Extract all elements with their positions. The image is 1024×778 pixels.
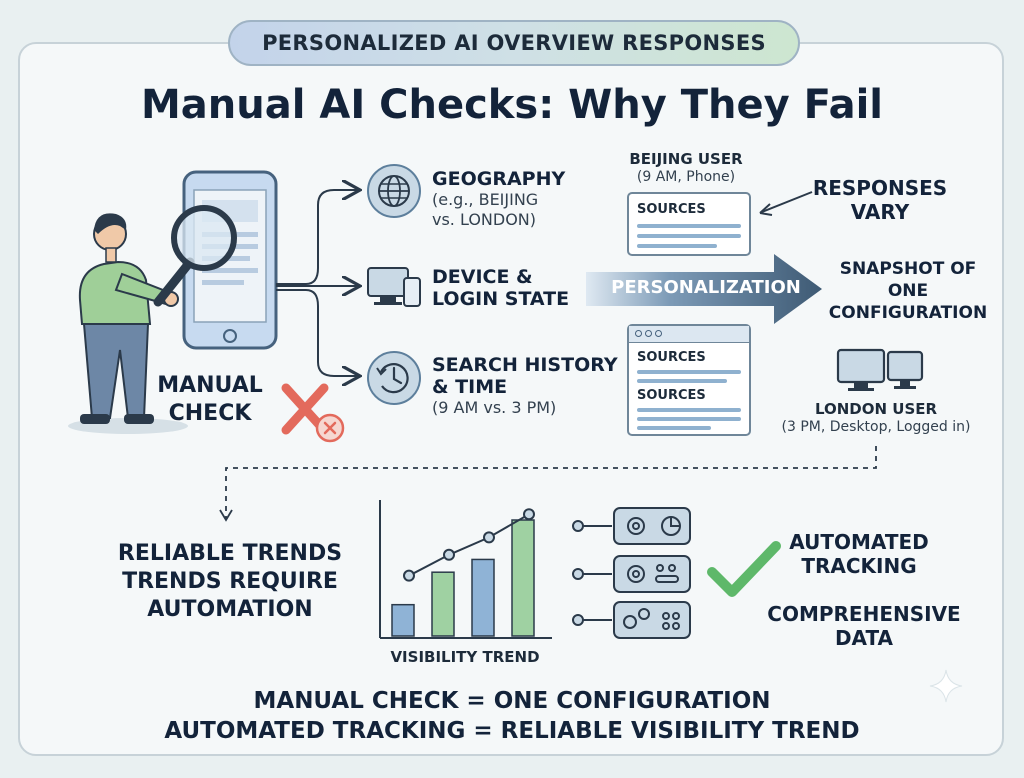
snapshot-line1: SNAPSHOT OF	[839, 259, 977, 279]
beijing-user-title: BEIJING USER	[629, 150, 743, 168]
beijing-user-detail: (9 AM, Phone)	[636, 169, 736, 185]
page-title: Manual AI Checks: Why They Fail	[140, 82, 884, 128]
london-sources-label-2: SOURCES	[637, 388, 706, 403]
beijing-user: BEIJING USER (9 AM, Phone)	[606, 150, 766, 186]
manual-check-line2: CHECK	[168, 401, 252, 426]
automation-servers-icon	[572, 507, 691, 639]
success-check-icon	[707, 541, 781, 597]
fail-x-icon	[281, 383, 345, 443]
trend-point	[483, 531, 495, 544]
devices-icon	[367, 267, 421, 307]
comprehensive-data-label: COMPREHENSIVE DATA	[754, 602, 974, 650]
responses-vary-line1: RESPONSES	[812, 176, 948, 200]
reliable-trends-line3: AUTOMATION	[147, 597, 313, 622]
snapshot-label: SNAPSHOT OF ONE CONFIGURATION	[818, 258, 998, 324]
factor-history: SEARCH HISTORY & TIME (9 AM vs. 3 PM)	[432, 354, 632, 418]
london-user: LONDON USER (3 PM, Desktop, Logged in)	[766, 400, 986, 436]
window-dot-icon	[645, 330, 652, 337]
factor-history-title-1: SEARCH HISTORY	[432, 354, 618, 376]
browser-titlebar	[629, 326, 749, 343]
trend-point	[523, 508, 535, 521]
london-user-title: LONDON USER	[814, 400, 938, 418]
automated-tracking-line1: AUTOMATED	[789, 530, 929, 554]
history-clock-icon	[367, 351, 421, 405]
factor-history-title-2: & TIME	[432, 376, 508, 398]
content-line	[637, 234, 741, 238]
trend-point	[403, 569, 415, 582]
responses-vary-line2: VARY	[850, 200, 910, 224]
person-illustration	[68, 213, 188, 434]
personalization-label: PERSONALIZATION	[611, 277, 801, 298]
visibility-trend-chart	[379, 500, 552, 639]
manual-check-line1: MANUAL	[157, 373, 263, 398]
header-pill: PERSONALIZED AI OVERVIEW RESPONSES	[228, 20, 800, 66]
comprehensive-data-line2: DATA	[834, 626, 894, 650]
factor-geography-detail-2: vs. LONDON)	[432, 210, 537, 229]
factor-geography-detail-1: (e.g., BEIJING	[432, 190, 539, 209]
comprehensive-data-line1: COMPREHENSIVE	[767, 602, 961, 626]
automated-tracking-label: AUTOMATED TRACKING	[774, 530, 944, 578]
sparkle-icon	[929, 669, 963, 703]
footer-summary: MANUAL CHECK = ONE CONFIGURATION AUTOMAT…	[0, 686, 1024, 746]
reliable-trends-label: RELIABLE TRENDS TRENDS REQUIRE AUTOMATIO…	[90, 540, 370, 624]
trend-bar	[471, 558, 495, 637]
header-pill-label: PERSONALIZED AI OVERVIEW RESPONSES	[262, 31, 766, 55]
factor-geography: GEOGRAPHY (e.g., BEIJING vs. LONDON)	[432, 168, 592, 230]
automated-tracking-line2: TRACKING	[801, 554, 917, 578]
london-sources-label-1: SOURCES	[637, 350, 706, 365]
content-line	[637, 370, 741, 374]
content-line	[637, 244, 717, 248]
chart-x-label: VISIBILITY TREND	[390, 648, 540, 666]
desktop-monitors-icon	[836, 348, 924, 391]
factor-device-title-1: DEVICE &	[432, 266, 533, 288]
reliable-trends-line1: RELIABLE TRENDS	[117, 541, 343, 566]
personalization-arrow	[586, 254, 822, 324]
footer-line1: MANUAL CHECK = ONE CONFIGURATION	[253, 688, 771, 714]
trend-bar	[391, 603, 415, 637]
reliable-trends-line2: TRENDS REQUIRE	[122, 569, 338, 594]
responses-vary-label: RESPONSES VARY	[800, 176, 960, 224]
trend-bar	[431, 571, 455, 637]
globe-icon	[367, 164, 421, 218]
factor-geography-title: GEOGRAPHY	[432, 168, 566, 190]
phone-magnifier-illustration	[153, 170, 278, 350]
content-line	[637, 224, 741, 228]
manual-check-label: MANUAL CHECK	[150, 372, 270, 428]
london-user-detail: (3 PM, Desktop, Logged in)	[781, 419, 971, 435]
snapshot-line2: ONE	[887, 281, 929, 301]
footer-line2: AUTOMATED TRACKING = RELIABLE VISIBILITY…	[164, 718, 860, 744]
trend-bar	[511, 519, 535, 637]
beijing-response-panel: SOURCES	[627, 192, 751, 256]
content-line	[637, 426, 711, 430]
content-line	[637, 408, 741, 412]
trend-point	[443, 548, 455, 561]
responses-arrow	[759, 191, 813, 216]
content-line	[637, 379, 727, 383]
beijing-sources-label: SOURCES	[637, 202, 706, 217]
snapshot-line3: CONFIGURATION	[828, 303, 988, 323]
content-line	[637, 417, 741, 421]
factor-device: DEVICE & LOGIN STATE	[432, 266, 592, 310]
factor-device-title-2: LOGIN STATE	[432, 288, 570, 310]
window-dot-icon	[655, 330, 662, 337]
window-dot-icon	[635, 330, 642, 337]
factor-history-detail: (9 AM vs. 3 PM)	[432, 398, 557, 417]
london-response-panel: SOURCES SOURCES	[627, 324, 751, 436]
trend-line	[408, 513, 530, 577]
